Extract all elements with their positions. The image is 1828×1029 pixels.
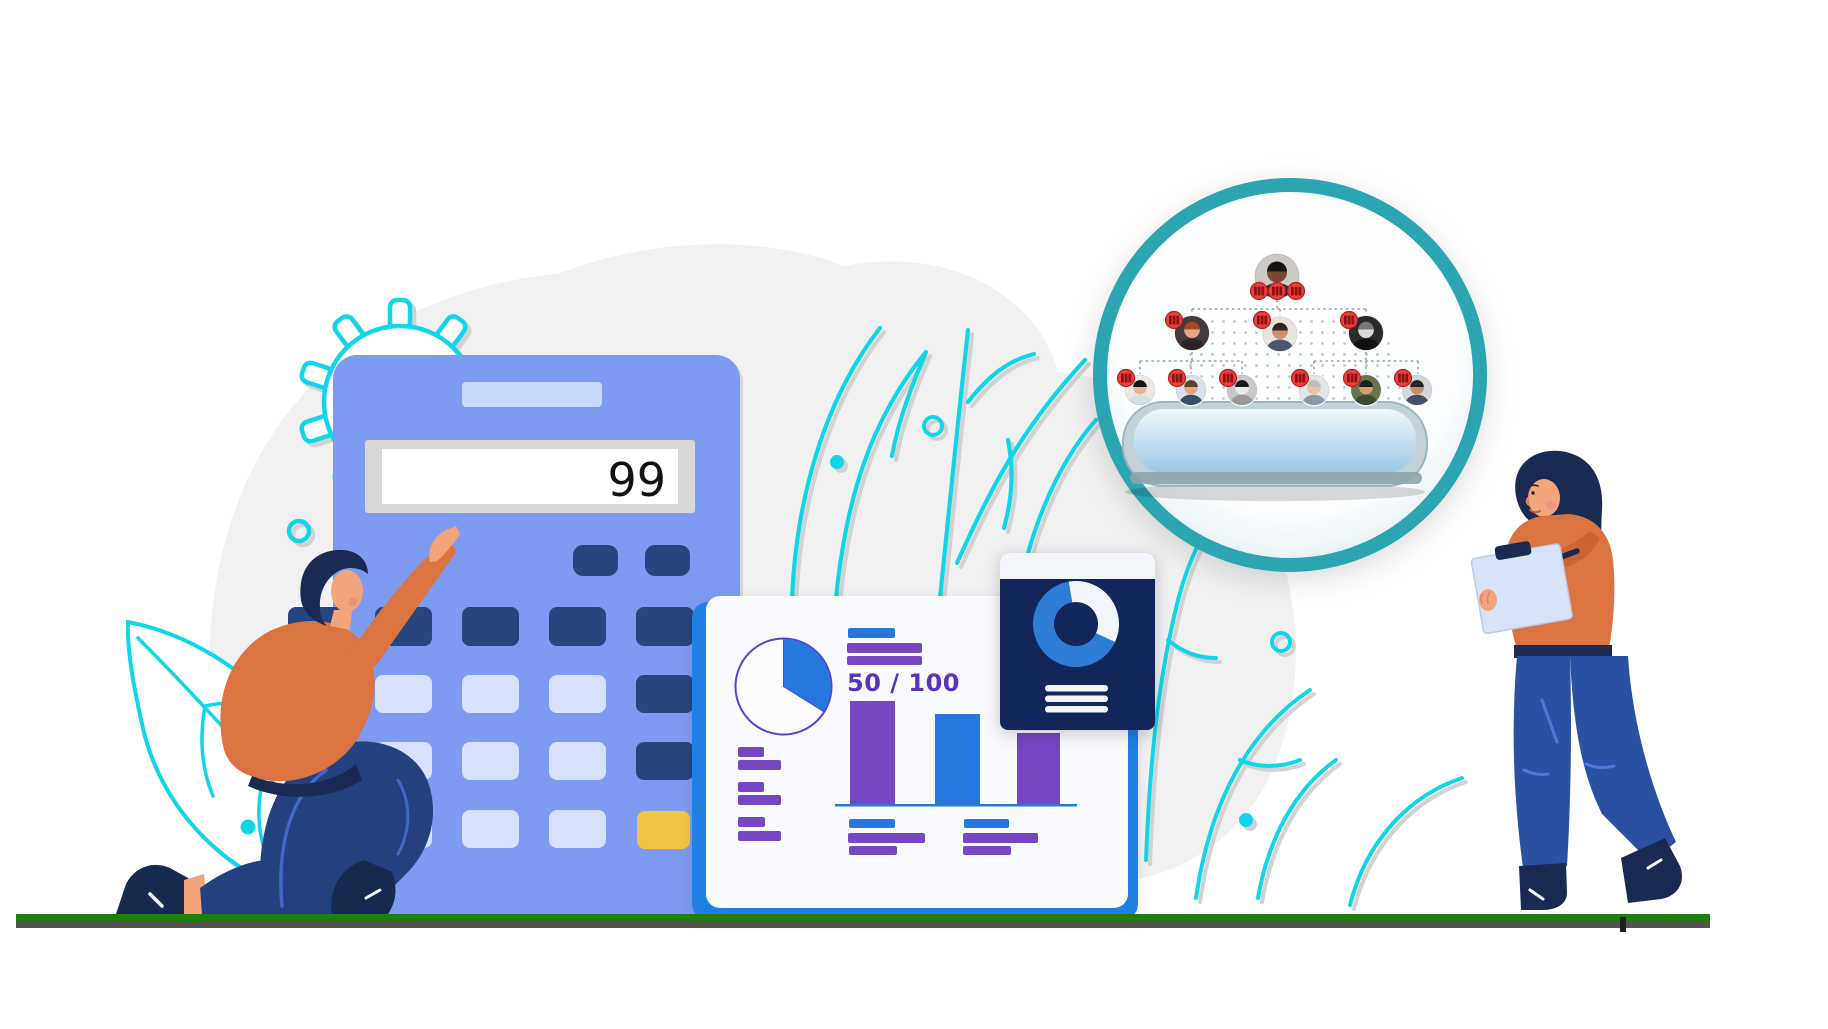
clipboard-clip <box>1494 541 1532 560</box>
kneeling-person-neck <box>330 610 352 630</box>
calculator-display: 99 <box>365 440 695 513</box>
money-badge-icon <box>1339 310 1359 330</box>
score-text: 50 / 100 <box>847 669 960 697</box>
calculator-button <box>636 607 694 646</box>
standing-person-waistband <box>1514 645 1612 658</box>
calculator-button <box>645 545 690 576</box>
smartphone <box>1122 401 1428 501</box>
bar-chart <box>835 701 1077 807</box>
standing-person-left-boot <box>1519 863 1567 910</box>
kneeling-person <box>116 526 460 914</box>
kneeling-person-arm <box>338 540 457 679</box>
calculator-button <box>375 675 432 713</box>
calculator-solar-bar <box>462 382 602 407</box>
panel-list-lines <box>738 747 781 841</box>
panel-text-lines-bottom <box>848 819 1038 855</box>
calculator-display-value: 99 <box>607 453 666 507</box>
standing-person-right-boot <box>1621 838 1682 903</box>
clipboard <box>1470 541 1573 635</box>
standing-person-left-leg <box>1513 656 1571 868</box>
money-badge-icon <box>1218 368 1238 388</box>
money-badge-icon <box>1252 310 1272 330</box>
money-badge-icon <box>1286 281 1306 301</box>
kneeling-person-torso <box>220 620 375 782</box>
ground-tick <box>1620 917 1626 932</box>
money-badge-icon <box>1342 368 1362 388</box>
standing-person-hair-front <box>1515 457 1556 496</box>
leaf-stems-right <box>1144 523 1464 907</box>
report-card-header <box>1000 553 1155 579</box>
calculator-button <box>462 742 519 780</box>
money-badge-icon <box>1249 281 1269 301</box>
kneeling-person-hand <box>429 526 460 562</box>
standing-person <box>1470 450 1682 932</box>
standing-person-right-leg <box>1570 656 1676 862</box>
calculator-button <box>573 545 618 576</box>
cyan-dots <box>240 415 1292 835</box>
calculator-button <box>462 607 519 646</box>
kneeling-person-face <box>331 570 363 612</box>
pie-chart <box>734 637 833 736</box>
money-badge-icon <box>1167 368 1187 388</box>
report-card-text-lines <box>1045 685 1108 713</box>
money-badge-icon <box>1267 281 1287 301</box>
calculator-button <box>549 607 606 646</box>
calculator-button <box>549 675 606 713</box>
kneeling-person-back-shoe <box>116 864 188 914</box>
money-badge-icon <box>1116 368 1136 388</box>
leaf-stems-center <box>789 325 1099 603</box>
calculator-button <box>462 675 519 713</box>
money-badge-icon <box>1164 310 1184 330</box>
org-chart-connectors <box>1139 300 1419 374</box>
panel-text-lines-top <box>847 628 922 665</box>
calculator: 99 <box>288 355 740 918</box>
donut-chart <box>1033 581 1119 667</box>
kneeling-person-hair <box>300 549 368 626</box>
calculator-button <box>462 810 519 848</box>
calculator-button <box>636 742 694 780</box>
calculator-button <box>636 675 694 713</box>
report-card <box>1000 553 1155 730</box>
money-badge-icon <box>1290 368 1310 388</box>
ground-line <box>16 914 1710 928</box>
bar-chart-baseline <box>835 804 1077 807</box>
calculator-button <box>549 810 606 848</box>
calculator-button-yellow <box>637 811 690 849</box>
calculator-button <box>549 742 606 780</box>
kneeling-person-front-shoe <box>331 860 396 914</box>
org-chart-circle <box>1093 178 1487 572</box>
money-badge-icon <box>1393 368 1413 388</box>
kneeling-person-waistband <box>248 764 362 797</box>
